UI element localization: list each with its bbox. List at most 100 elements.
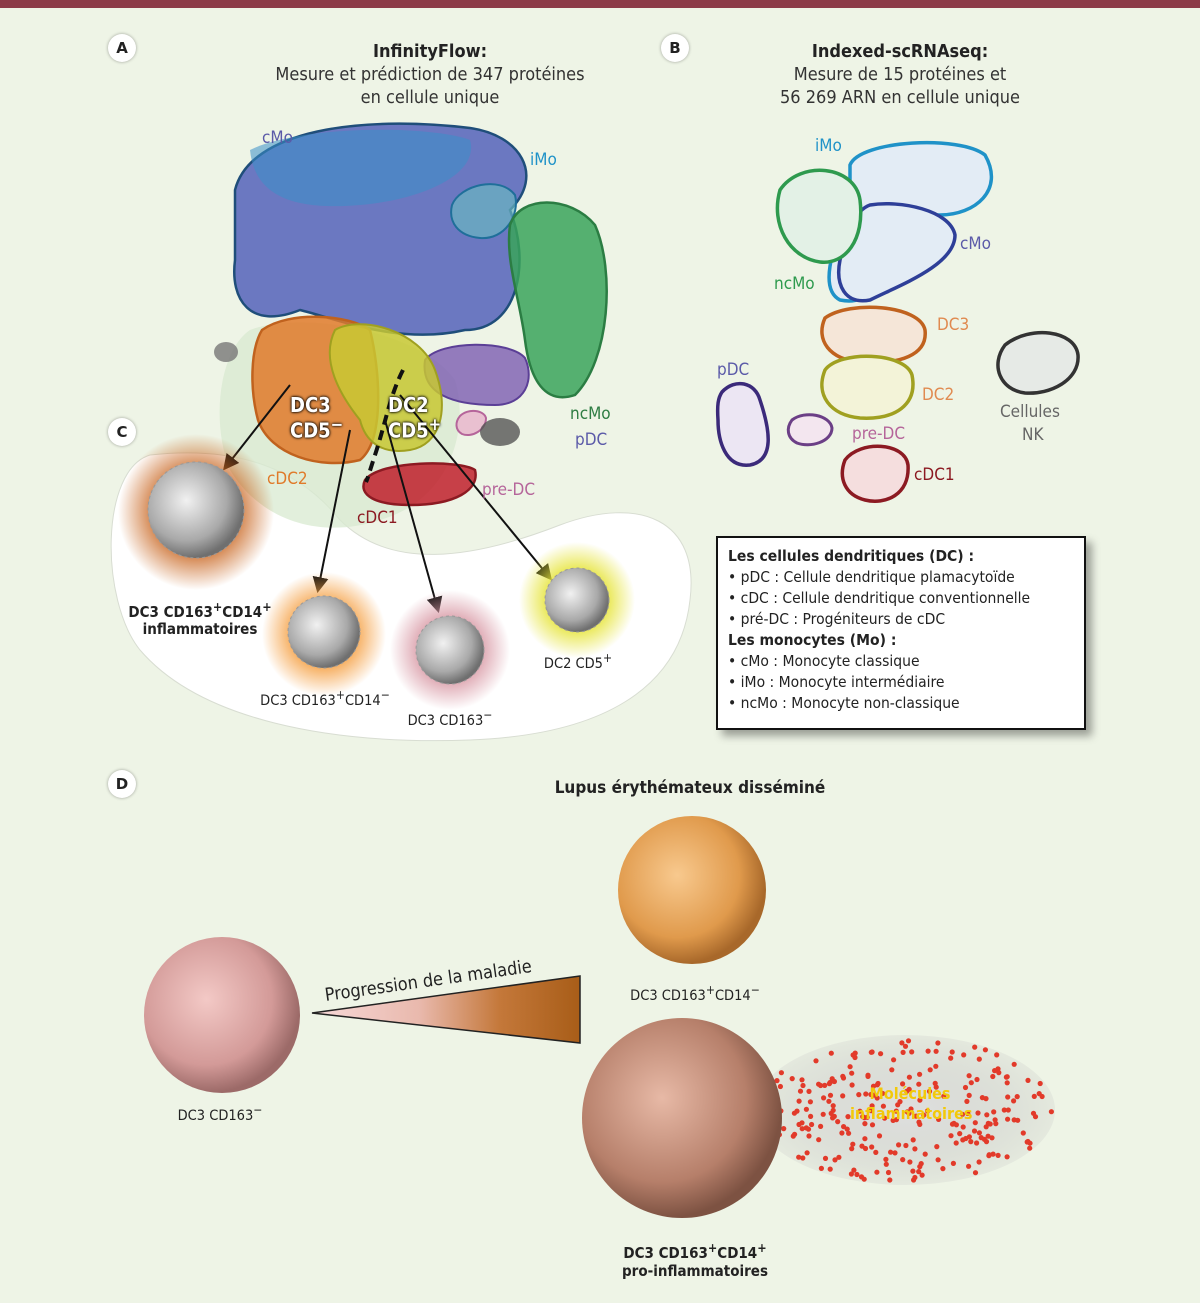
molecule-dot	[1031, 1093, 1037, 1099]
label-a-ncmo: ncMo	[570, 404, 611, 424]
cell-d-bottom	[582, 1018, 782, 1218]
molecule-dot	[839, 1130, 845, 1136]
molecule-dot	[966, 1092, 972, 1098]
label-b-cdc1: cDC1	[914, 465, 955, 485]
cluster-dc2-a	[328, 323, 443, 452]
molecule-dot	[975, 1110, 981, 1116]
molecule-dot	[934, 1144, 940, 1150]
label-a-dc3-2: CD5−	[290, 415, 344, 443]
molecule-dot	[883, 1161, 889, 1167]
molecule-dot	[828, 1110, 834, 1116]
molecule-dot	[995, 1152, 1001, 1158]
molecule-dot	[790, 1133, 796, 1139]
molecule-dot	[900, 1157, 906, 1163]
molecule-dot	[899, 1040, 905, 1046]
cell-c4	[544, 567, 610, 633]
molecule-dot	[957, 1131, 963, 1137]
label-a-imo: iMo	[530, 150, 557, 170]
molecule-dot	[906, 1110, 912, 1116]
molecule-dot	[909, 1049, 915, 1055]
molecule-dot	[845, 1114, 851, 1120]
panel-b-subtitle-2: 56 269 ARN en cellule unique	[779, 87, 1021, 108]
molecules-label-2: inflammatoires	[850, 1104, 973, 1123]
caption-c4: DC2 CD5+	[543, 651, 613, 672]
molecule-dot	[893, 1108, 899, 1114]
molecule-dot	[919, 1172, 925, 1178]
molecule-dot	[985, 1120, 991, 1126]
molecule-dot	[797, 1088, 804, 1094]
molecule-dot	[902, 1043, 909, 1049]
molecule-dot	[865, 1072, 871, 1078]
molecule-dot	[907, 1159, 913, 1165]
legend-item: • cMo : Monocyte classique	[728, 652, 920, 670]
molecule-dot	[822, 1082, 828, 1088]
molecule-dot	[976, 1056, 982, 1062]
molecule-dot	[924, 1108, 931, 1114]
molecule-dot	[913, 1113, 919, 1119]
molecule-dot	[856, 1092, 862, 1098]
molecule-dot	[883, 1156, 889, 1162]
panel-letter-c: C	[108, 418, 136, 446]
molecule-dot	[869, 1122, 876, 1128]
cluster-ncmo-a	[507, 201, 608, 399]
molecule-dot	[887, 1177, 893, 1183]
cluster-cdc1-b	[840, 444, 910, 503]
panel-b-title: Indexed-scRNAseq:	[811, 41, 989, 62]
cluster-dc2-b	[820, 354, 915, 420]
molecule-dot	[966, 1073, 972, 1079]
molecule-dot	[981, 1136, 988, 1142]
molecule-dot	[968, 1080, 974, 1086]
molecule-dot	[799, 1120, 805, 1126]
arrow-c3	[384, 419, 443, 614]
molecule-dot	[816, 1081, 822, 1087]
molecule-dot	[972, 1170, 979, 1176]
molecule-dot	[1011, 1061, 1017, 1067]
molecule-dot	[876, 1133, 883, 1139]
molecule-dot	[778, 1070, 785, 1076]
molecule-dot	[861, 1176, 867, 1182]
molecule-dot	[918, 1161, 924, 1167]
molecule-dot	[990, 1151, 996, 1157]
molecule-dot	[935, 1157, 941, 1163]
molecule-dot	[851, 1167, 857, 1173]
molecule-dot	[781, 1126, 787, 1132]
molecule-dot	[869, 1144, 875, 1150]
molecule-dot	[1005, 1116, 1011, 1122]
molecule-dot	[796, 1098, 802, 1104]
molecule-dot	[808, 1113, 814, 1119]
molecule-dot	[868, 1049, 874, 1055]
molecule-dot	[949, 1049, 955, 1055]
molecule-dot	[992, 1068, 998, 1074]
panel-letter-d: D	[108, 770, 136, 798]
legend-item: • ncMo : Monocyte non-classique	[728, 694, 960, 712]
molecule-dot	[982, 1047, 989, 1053]
cluster-prdc-b	[786, 413, 834, 447]
molecule-dot	[863, 1091, 869, 1097]
molecule-dot	[890, 1117, 896, 1123]
molecule-dot	[861, 1115, 868, 1121]
molecule-dot	[799, 1126, 805, 1132]
molecule-dot	[809, 1121, 815, 1128]
cluster-cdc1-a	[362, 462, 477, 507]
molecule-dot	[849, 1146, 855, 1152]
panel-a-subtitle-1: Mesure et prédiction de 347 protéines	[275, 64, 585, 85]
molecule-dot	[1025, 1077, 1031, 1083]
molecule-dot	[1004, 1080, 1010, 1086]
molecule-dot	[816, 1137, 822, 1143]
panel-b-subtitle-1: Mesure de 15 protéines et	[793, 64, 1007, 85]
molecule-dot	[962, 1084, 969, 1091]
panel-a-subtitle-2: en cellule unique	[360, 87, 500, 108]
label-a-cdc2: cDC2	[267, 469, 308, 489]
legend-box: Les cellules dendritiques (DC) : • pDC :…	[716, 536, 1086, 730]
molecule-dot	[1014, 1094, 1020, 1100]
molecule-dot	[806, 1133, 812, 1139]
legend-item: • pré-DC : Progéniteurs de cDC	[728, 610, 946, 628]
caption-c1-line1: DC3 CD163+CD14+	[128, 599, 272, 621]
label-a-dc3-1: DC3	[290, 393, 331, 417]
molecule-dot	[972, 1044, 978, 1050]
molecule-dot	[910, 1168, 916, 1174]
molecules-label-1: Molécules	[869, 1084, 951, 1103]
molecule-dot	[874, 1095, 880, 1101]
legend-heading-dc: Les cellules dendritiques (DC) :	[728, 547, 975, 565]
molecule-dot	[941, 1093, 947, 1099]
